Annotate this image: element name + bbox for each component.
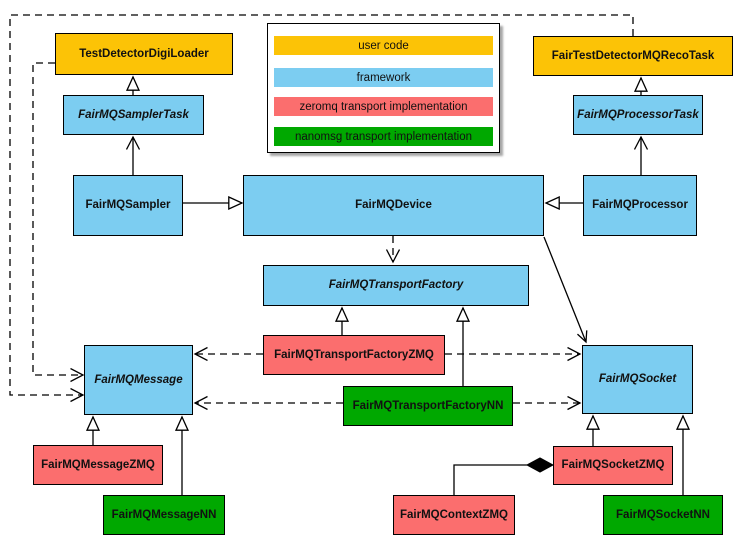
legend-label: user code	[358, 39, 409, 52]
node-fairmqmessagenn: FairMQMessageNN	[103, 495, 225, 535]
node-fairmqcontextzmq: FairMQContextZMQ	[393, 495, 515, 535]
node-fairmqtransportfactoryzmq: FairMQTransportFactoryZMQ	[263, 335, 445, 375]
edge-device-to-socket	[543, 236, 588, 344]
node-fairmqmessagezmq: FairMQMessageZMQ	[33, 445, 163, 485]
node-fairmqsocketzmq: FairMQSocketZMQ	[553, 446, 673, 485]
edge-contextzmq-to-socketzmq-composition	[453, 457, 555, 495]
node-testdetectordigiloader: TestDetectorDigiLoader	[55, 33, 233, 75]
legend-label: nanomsg transport implementation	[294, 130, 473, 143]
legend-label: zeromq transport implementation	[299, 100, 468, 113]
node-fairmqprocessortask: FairMQProcessorTask	[573, 95, 703, 135]
edge-recotask-to-message-dashed	[9, 14, 634, 395]
node-fairmqmessage: FairMQMessage	[84, 345, 193, 415]
legend-item-nanomsg: nanomsg transport implementation	[274, 127, 493, 146]
node-fairmqsocket: FairMQSocket	[582, 345, 693, 414]
legend-item-user-code: user code	[274, 36, 493, 55]
node-fairmqsamplertask: FairMQSamplerTask	[63, 95, 204, 135]
node-fairmqsampler: FairMQSampler	[73, 175, 183, 236]
node-fairmqtransportfactory: FairMQTransportFactory	[263, 265, 529, 306]
legend-item-framework: framework	[274, 68, 493, 87]
node-fairtestdetectormqrecotask: FairTestDetectorMQRecoTask	[533, 36, 733, 76]
legend-item-zeromq: zeromq transport implementation	[274, 97, 493, 116]
node-fairmqtransportfactorynn: FairMQTransportFactoryNN	[343, 386, 513, 426]
node-fairmqprocessor: FairMQProcessor	[583, 175, 697, 236]
node-fairmqdevice: FairMQDevice	[243, 175, 544, 236]
legend-label: framework	[356, 71, 411, 84]
node-fairmqsocketnn: FairMQSocketNN	[603, 495, 723, 535]
legend-box: user code framework zeromq transport imp…	[267, 23, 500, 153]
